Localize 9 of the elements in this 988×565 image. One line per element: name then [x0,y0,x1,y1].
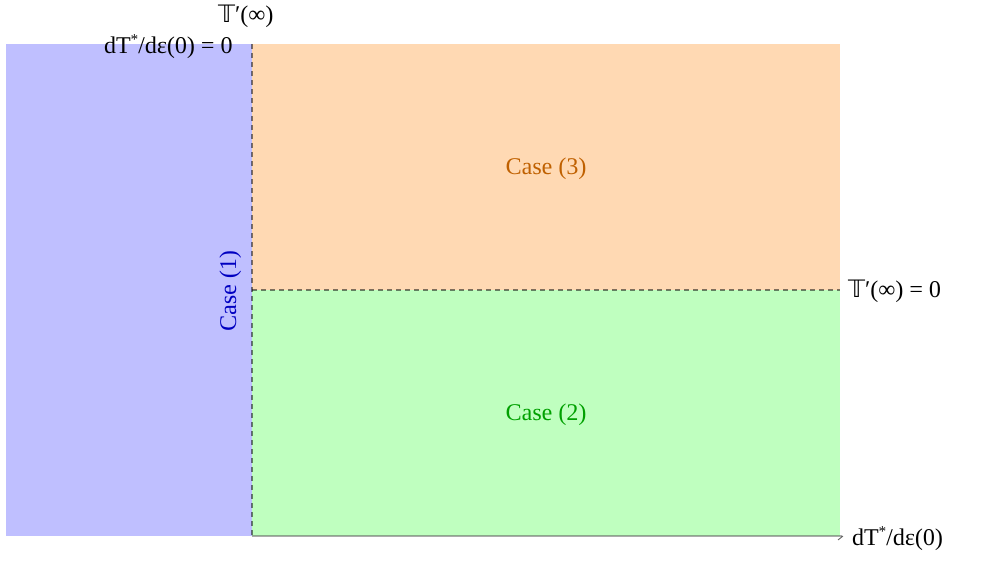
region-label: Case (2) [506,400,586,426]
axis-label: dT$^{*}$/dε(0) [852,524,943,552]
axis-label: dT$^{*}$/dε(0) = 0 [104,32,232,60]
axis-label: 𝕋′(∞) [218,1,274,29]
region-label: Case (3) [506,154,586,180]
region-area [252,44,840,290]
region-area [252,290,840,536]
axis-label: 𝕋′(∞) = 0 [848,276,941,304]
region-label: Case (1) [216,250,244,330]
